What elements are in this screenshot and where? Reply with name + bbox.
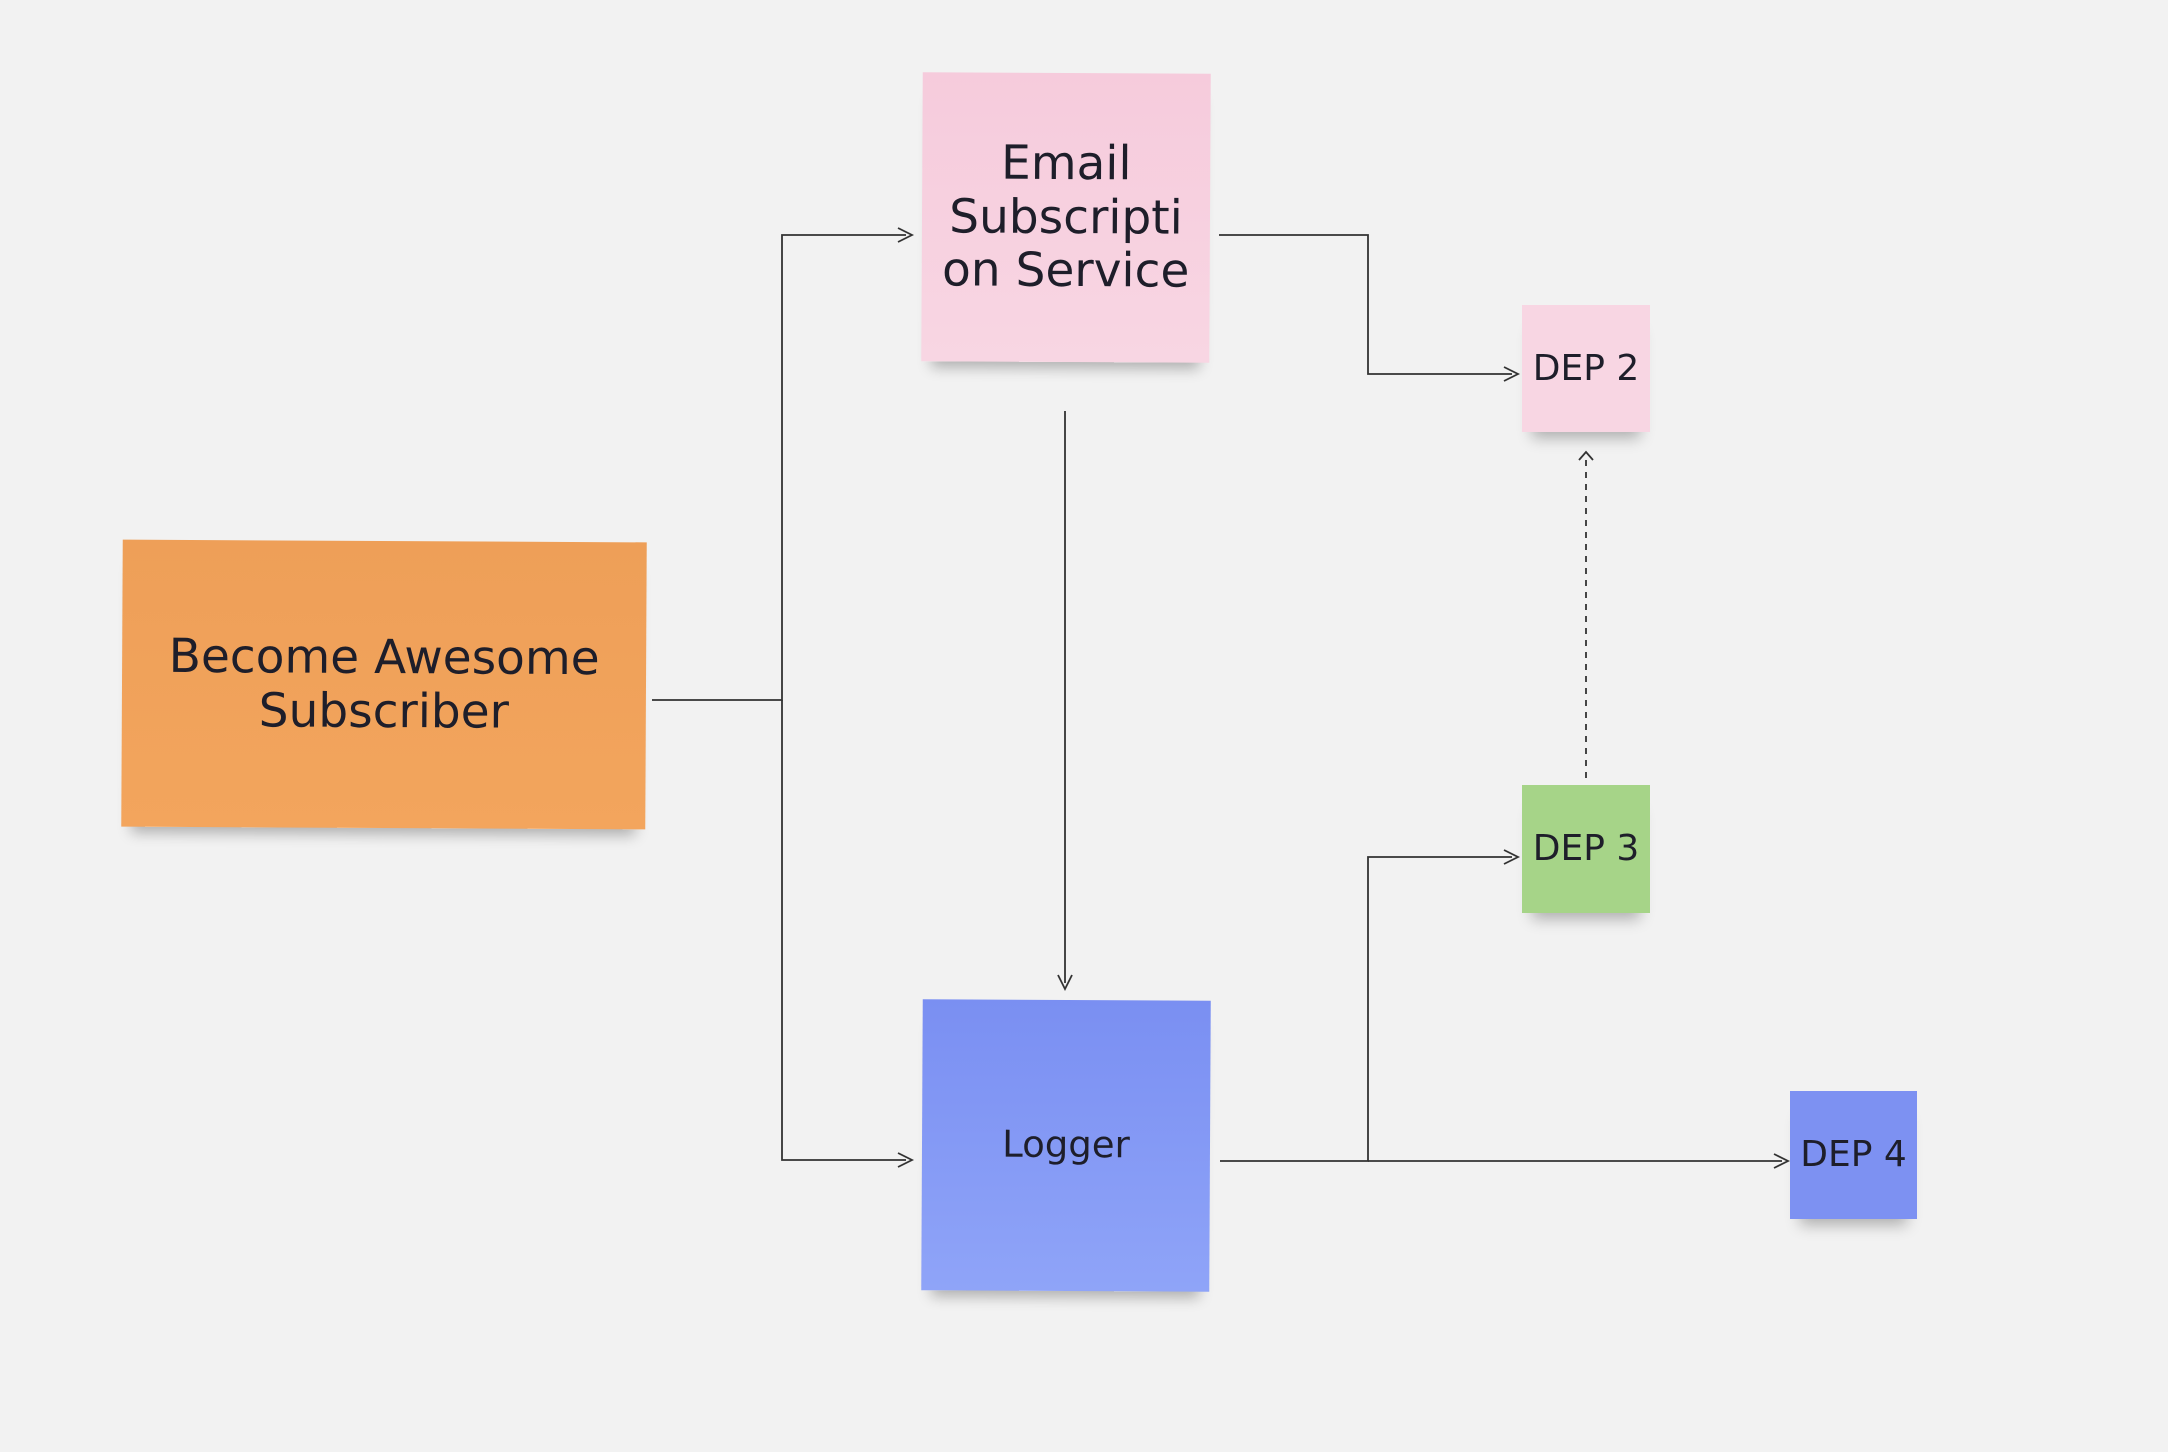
sticky-note-email-subscription-service[interactable]: Email Subscripti on Service	[921, 72, 1211, 363]
connector-email-to-dep2[interactable]	[1219, 234, 1512, 375]
sticky-note-label: DEP 3	[1532, 828, 1640, 870]
arrowhead-logger-top	[1057, 974, 1073, 992]
connector-subscriber-to-logger[interactable]	[781, 700, 906, 1161]
arrowhead-dep2	[1503, 366, 1521, 382]
sticky-note-label: Become Awesome Subscriber	[168, 628, 600, 740]
arrowhead-dep4	[1773, 1153, 1791, 1169]
sticky-note-become-awesome-subscriber[interactable]: Become Awesome Subscriber	[121, 539, 647, 830]
sticky-note-label: Email Subscripti on Service	[941, 135, 1190, 299]
connector-logger-to-dep3[interactable]	[1220, 856, 1512, 1162]
arrowhead-dep3	[1503, 849, 1521, 865]
sticky-note-dep-3[interactable]: DEP 3	[1522, 785, 1650, 913]
sticky-note-label: DEP 2	[1532, 347, 1640, 389]
arrowhead-logger-left	[897, 1152, 915, 1168]
connector-subscriber-to-email[interactable]	[652, 234, 906, 701]
sticky-note-dep-2[interactable]: DEP 2	[1522, 305, 1650, 432]
sticky-note-dep-4[interactable]: DEP 4	[1790, 1091, 1917, 1219]
arrowhead-dep2-bottom	[1578, 450, 1594, 461]
sticky-note-label: Logger	[1002, 1123, 1130, 1167]
sticky-note-logger[interactable]: Logger	[921, 999, 1211, 1292]
sticky-note-label: DEP 4	[1800, 1134, 1907, 1176]
arrowhead-email	[897, 227, 915, 243]
